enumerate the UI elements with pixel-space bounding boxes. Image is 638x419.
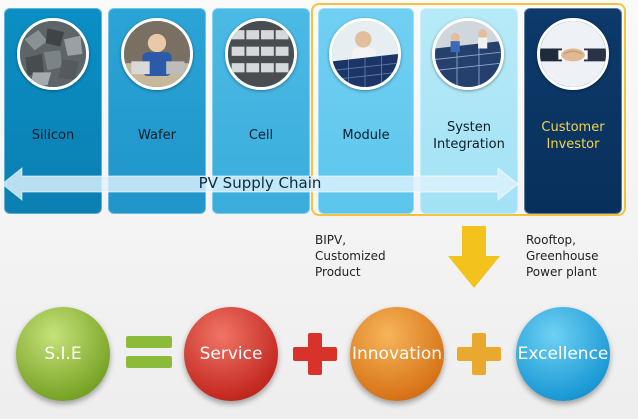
down-arrow-icon: [448, 226, 500, 288]
stage-label-customer-investor: Customer Investor: [541, 120, 605, 152]
service-label: Service: [199, 344, 263, 364]
service-circle: Service: [184, 307, 278, 401]
sie-label: S.I.E: [44, 344, 82, 364]
plus-red-icon: [293, 333, 337, 375]
stage-label-module: Module: [342, 128, 390, 143]
handshake-photo: [537, 18, 609, 90]
innovation-circle: Innovation: [350, 307, 444, 401]
customer-note: Rooftop, Greenhouse Power plant: [526, 233, 599, 279]
sie-circle: S.I.E: [16, 307, 110, 401]
excellence-label: Excellence: [517, 344, 609, 364]
plus-yellow-icon: [457, 333, 501, 375]
supply-chain-label: PV Supply Chain: [198, 174, 322, 192]
stage-label-cell: Cell: [248, 128, 274, 143]
stage-label-system-integration: Systen Integration: [433, 120, 505, 152]
excellence-circle: Excellence: [516, 307, 610, 401]
module-photo: [329, 18, 401, 90]
module-note: BIPV, Customized Product: [315, 233, 386, 279]
silicon-photo: [17, 18, 89, 90]
cell-photo: [225, 18, 297, 90]
stage-label-silicon: Silicon: [31, 128, 75, 143]
supply-chain-double-arrow: [1, 166, 519, 202]
equals-icon: [126, 336, 172, 368]
innovation-label: Innovation: [351, 344, 442, 364]
system-integration-photo: [432, 18, 504, 90]
wafer-photo: [121, 18, 193, 90]
stage-label-wafer: Wafer: [138, 128, 176, 143]
downstream-highlight-frame: [311, 3, 626, 216]
